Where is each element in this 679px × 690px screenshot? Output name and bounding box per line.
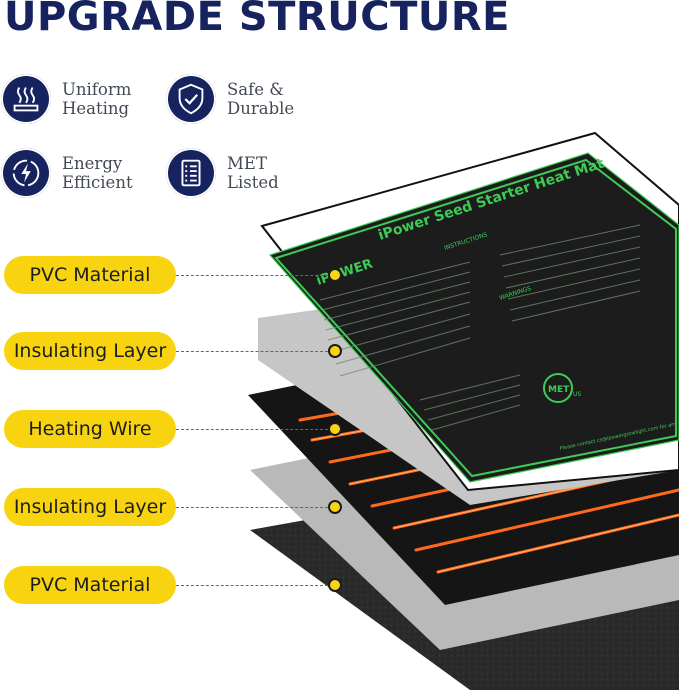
layer-callout-pvc-top: PVC Material bbox=[4, 256, 176, 294]
met-label: MET bbox=[548, 385, 570, 395]
leader-line bbox=[176, 429, 328, 430]
leader-line bbox=[176, 275, 328, 276]
leader-line bbox=[176, 585, 328, 586]
met-us-label: US bbox=[573, 391, 581, 398]
feature-label: Safe &Durable bbox=[227, 80, 295, 118]
layer-callout-heating-wire: Heating Wire bbox=[4, 410, 176, 448]
layer-callout-insulating-top: Insulating Layer bbox=[4, 332, 176, 370]
page-title: UPGRADE STRUCTURE bbox=[4, 0, 510, 40]
leader-line bbox=[176, 351, 328, 352]
leader-line bbox=[176, 507, 328, 508]
met-logo bbox=[543, 373, 573, 403]
shield-check-icon bbox=[166, 74, 216, 124]
energy-efficient-icon bbox=[1, 148, 51, 198]
feature-safe-durable: Safe &Durable bbox=[166, 74, 294, 124]
callout-dot bbox=[328, 578, 342, 592]
checklist-icon bbox=[166, 148, 216, 198]
callout-dot bbox=[328, 500, 342, 514]
instruction-mat bbox=[268, 152, 679, 483]
layer-callout-insulating-bottom: Insulating Layer bbox=[4, 488, 176, 526]
callout-dot bbox=[328, 422, 342, 436]
callout-dot bbox=[328, 344, 342, 358]
layer-callout-pvc-bottom: PVC Material bbox=[4, 566, 176, 604]
callout-dot bbox=[328, 268, 342, 282]
uniform-heating-icon bbox=[1, 74, 51, 124]
